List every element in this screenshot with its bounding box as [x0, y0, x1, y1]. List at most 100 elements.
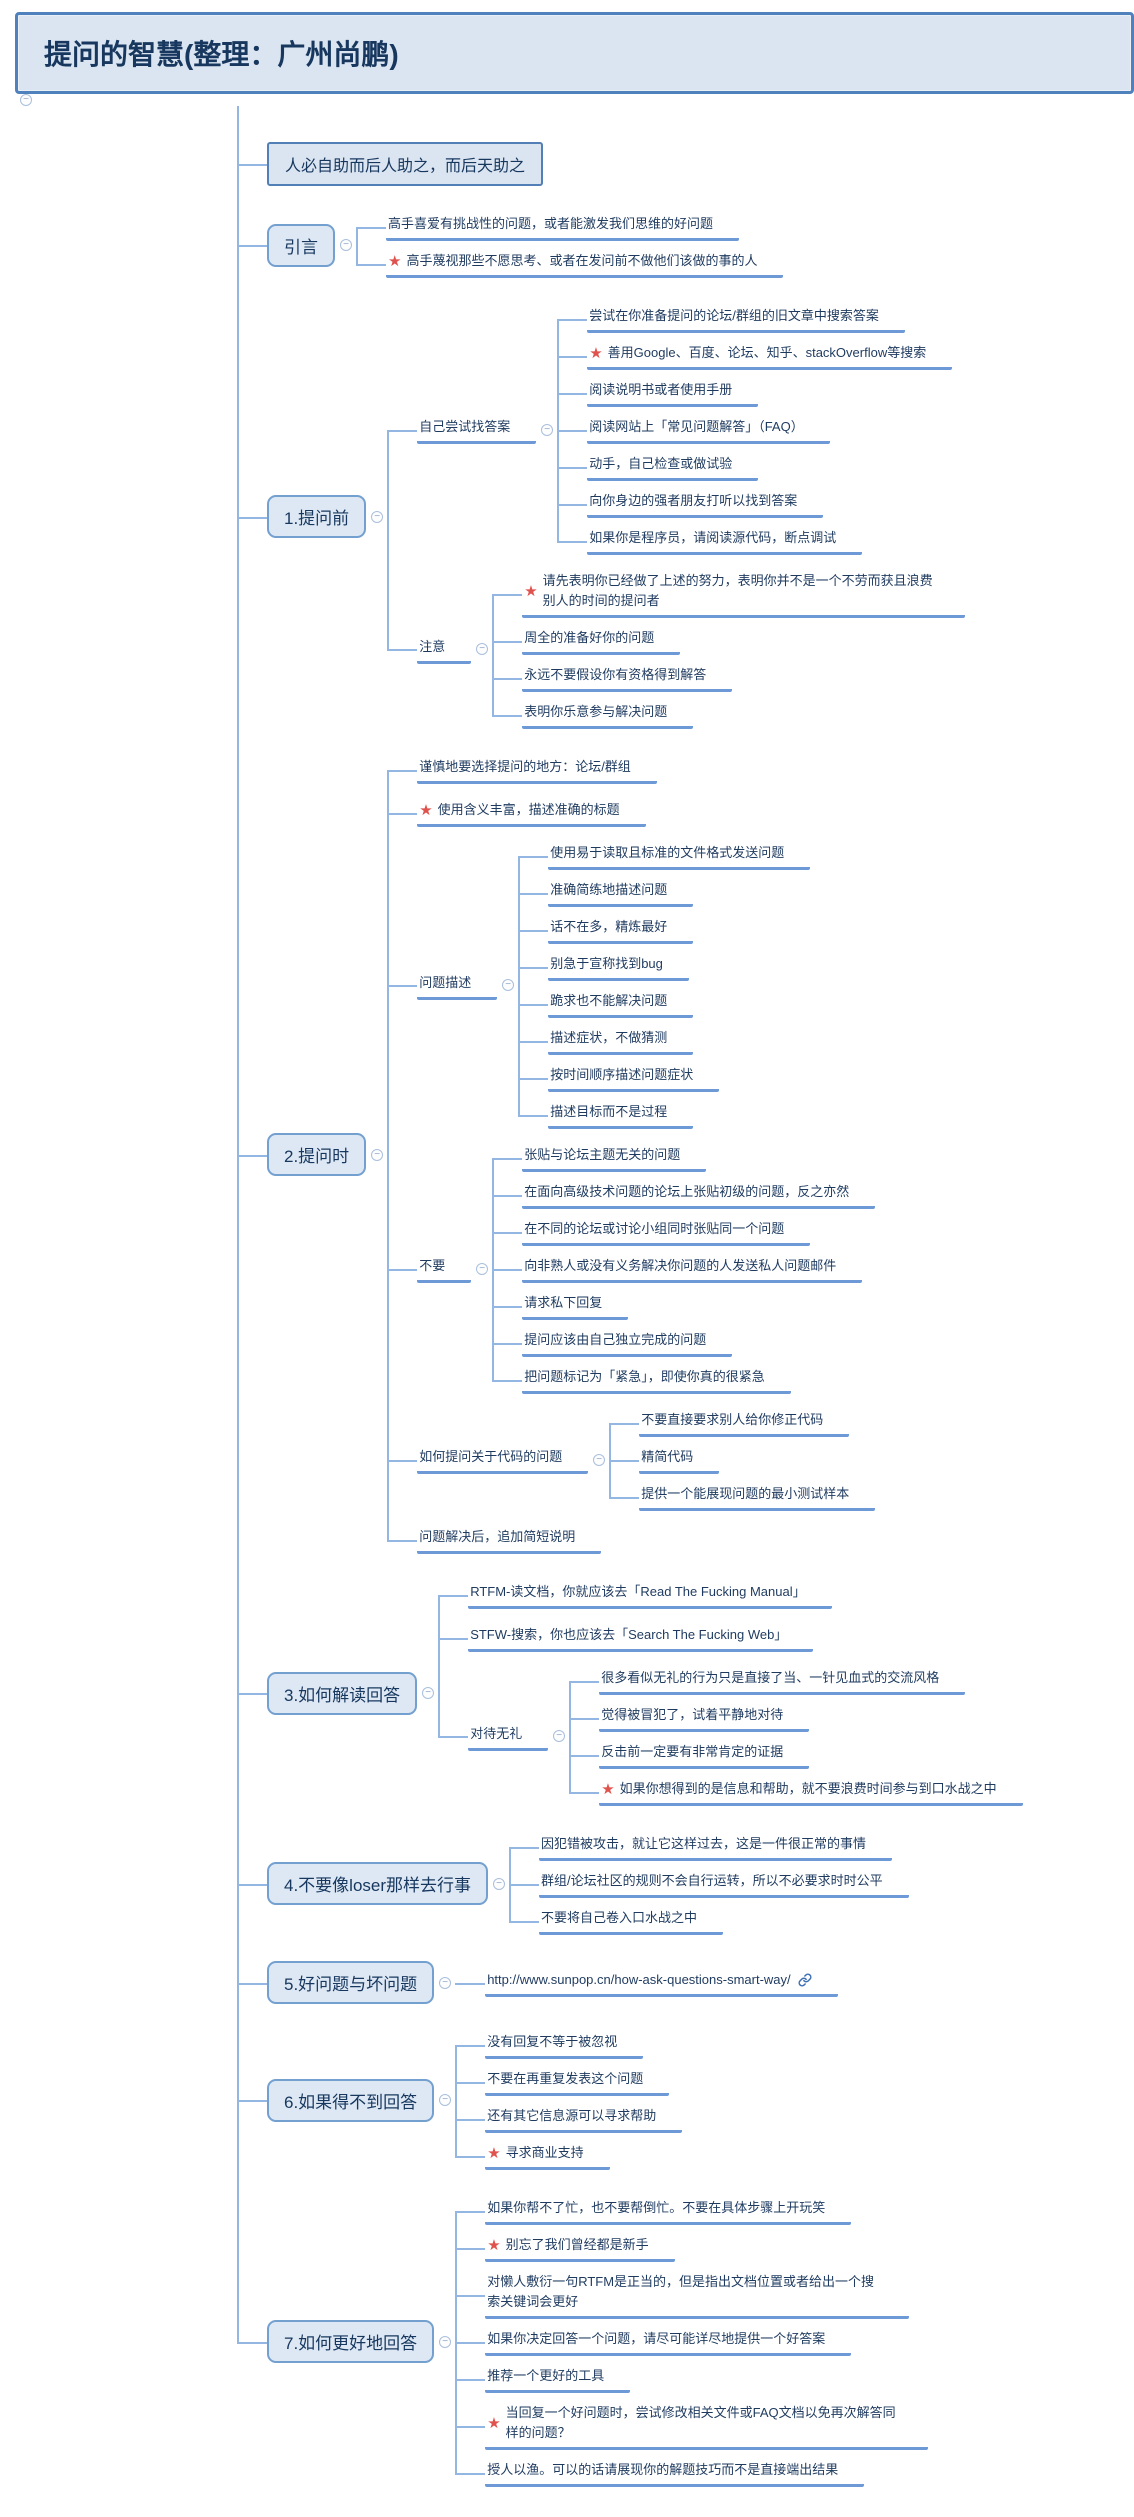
leaf-topic[interactable]: ★请先表明你已经做了上述的努力，表明你并不是一个不劳而获且浪费别人的时间的提问者: [522, 569, 965, 618]
topic-label: 如果你决定回答一个问题，请尽可能详尽地提供一个好答案: [487, 2331, 826, 2346]
leaf-topic[interactable]: 向你身边的强者朋友打听以找到答案: [587, 489, 824, 518]
leaf-topic[interactable]: ★别忘了我们曾经都是新手: [485, 2233, 675, 2262]
leaf-topic[interactable]: 如果你决定回答一个问题，请尽可能详尽地提供一个好答案: [485, 2327, 852, 2356]
leaf-topic[interactable]: http://www.sunpop.cn/how-ask-questions-s…: [485, 1968, 838, 1997]
topic-label: 永远不要假设你有资格得到解答: [524, 667, 707, 682]
leaf-topic[interactable]: ★高手蔑视那些不愿思考、或者在发问前不做他们该做的事的人: [386, 249, 784, 278]
collapse-toggle[interactable]: −: [439, 2094, 452, 2106]
root-topic[interactable]: 提问的智慧(整理：广州尚鹏): [15, 12, 1134, 94]
leaf-topic[interactable]: ★如果你想得到的是信息和帮助，就不要浪费时间参与到口水战之中: [599, 1777, 1023, 1806]
topic-label: 描述症状，不做猜测: [550, 1030, 668, 1045]
leaf-topic[interactable]: 别急于宣称找到bug: [548, 952, 689, 981]
leaf-topic[interactable]: ★善用Google、百度、论坛、知乎、stackOverflow等搜索: [587, 341, 953, 370]
leaf-topic[interactable]: 跪求也不能解决问题: [548, 989, 694, 1018]
collapse-toggle[interactable]: −: [593, 1453, 606, 1466]
leaf-topic[interactable]: 按时间顺序描述问题症状: [548, 1063, 720, 1092]
leaf-topic[interactable]: ★使用含义丰富，描述准确的标题: [417, 798, 646, 827]
leaf-topic[interactable]: 对懒人敷衍一句RTFM是正当的，但是指出文档位置或者给出一个搜索关键词会更好: [485, 2270, 910, 2319]
collapse-toggle[interactable]: −: [553, 1730, 566, 1742]
topic-label: 准确简练地描述问题: [550, 882, 668, 897]
leaf-topic[interactable]: 尝试在你准备提问的论坛/群组的旧文章中搜索答案: [587, 304, 905, 333]
child-slot: 按时间顺序描述问题症状: [518, 1063, 810, 1092]
subtopic[interactable]: 对待无礼: [468, 1722, 549, 1751]
collapse-toggle[interactable]: −: [371, 1148, 384, 1161]
leaf-topic[interactable]: ★寻求商业支持: [485, 2141, 610, 2170]
leaf-topic[interactable]: 如果你帮不了忙，也不要帮倒忙。不要在具体步骤上开玩笑: [485, 2196, 852, 2225]
branch: 问题解决后，追加简短说明: [417, 1525, 875, 1554]
leaf-topic[interactable]: 谨慎地要选择提问的地方：论坛/群组: [417, 755, 657, 784]
leaf-topic[interactable]: 准确简练地描述问题: [548, 878, 694, 907]
leaf-topic[interactable]: 描述目标而不是过程: [548, 1100, 694, 1129]
leaf-topic[interactable]: 动手，自己检查或做试验: [587, 452, 759, 481]
leaf-topic[interactable]: 请求私下回复: [522, 1291, 629, 1320]
collapse-toggle[interactable]: −: [541, 423, 554, 436]
topic-label: 周全的准备好你的问题: [524, 630, 655, 645]
leaf-topic[interactable]: 在不同的论坛或讨论小组同时张贴同一个问题: [522, 1217, 811, 1246]
leaf-topic[interactable]: 不要在再重复发表这个问题: [485, 2067, 670, 2096]
main-topic[interactable]: 5.好问题与坏问题: [267, 1961, 435, 2004]
collapse-toggle[interactable]: −: [439, 1976, 452, 1989]
subtopic[interactable]: 自己尝试找答案: [417, 415, 537, 444]
leaf-topic[interactable]: 提问应该由自己独立完成的问题: [522, 1328, 733, 1357]
leaf-topic[interactable]: 因犯错被攻击，就让它这样过去，这是一件很正常的事情: [539, 1832, 893, 1861]
leaf-topic[interactable]: 话不在多，精炼最好: [548, 915, 694, 944]
leaf-topic[interactable]: 使用易于读取且标准的文件格式发送问题: [548, 841, 811, 870]
collapse-toggle[interactable]: −: [20, 94, 32, 106]
subtopic[interactable]: 问题描述: [417, 971, 498, 1000]
collapse-toggle[interactable]: −: [439, 2335, 452, 2348]
main-topic[interactable]: 6.如果得不到回答: [267, 2078, 435, 2122]
leaf-topic[interactable]: 阅读网站上「常见问题解答」（FAQ）: [587, 415, 830, 444]
leaf-topic[interactable]: 周全的准备好你的问题: [522, 626, 681, 655]
leaf-topic[interactable]: 反击前一定要有非常肯定的证据: [599, 1740, 810, 1769]
leaf-topic[interactable]: 问题解决后，追加简短说明: [417, 1525, 602, 1554]
leaf-topic[interactable]: STFW-搜索，你也应该去「Search The Fucking Web」: [468, 1623, 814, 1652]
leaf-topic[interactable]: 不要直接要求别人给你修正代码: [639, 1408, 850, 1437]
leaf-topic[interactable]: 描述症状，不做猜测: [548, 1026, 694, 1055]
leaf-topic[interactable]: RTFM-读文档，你就应该去「Read The Fucking Manual」: [468, 1580, 832, 1609]
leaf-topic[interactable]: 觉得被冒犯了，试着平静地对待: [599, 1703, 810, 1732]
leaf-topic[interactable]: 表明你乐意参与解决问题: [522, 700, 694, 729]
quote-topic[interactable]: 人必自助而后人助之，而后天助之: [267, 142, 544, 186]
main-topic[interactable]: 3.如何解读回答: [267, 1671, 418, 1715]
leaf-topic[interactable]: 高手喜爱有挑战性的问题，或者能激发我们思维的好问题: [386, 212, 740, 241]
collapse-toggle[interactable]: −: [422, 1687, 435, 1699]
leaf-topic[interactable]: 在面向高级技术问题的论坛上张贴初级的问题，反之亦然: [522, 1180, 876, 1209]
collapse-toggle[interactable]: −: [493, 1877, 506, 1890]
leaf-topic[interactable]: 推荐一个更好的工具: [485, 2364, 631, 2393]
leaf-topic[interactable]: 阅读说明书或者使用手册: [587, 378, 759, 407]
collapse-toggle[interactable]: −: [476, 1262, 489, 1275]
collapse-toggle[interactable]: −: [340, 239, 352, 251]
leaf-topic[interactable]: 没有回复不等于被忽视: [485, 2030, 644, 2059]
leaf-topic[interactable]: 把问题标记为「紧急」，即使你真的很紧急: [522, 1365, 791, 1394]
leaf-topic[interactable]: 向非熟人或没有义务解决你问题的人发送私人问题邮件: [522, 1254, 863, 1283]
leaf-topic[interactable]: 永远不要假设你有资格得到解答: [522, 663, 733, 692]
main-topic[interactable]: 1.提问前: [267, 495, 367, 538]
subtopic[interactable]: 如何提问关于代码的问题: [417, 1445, 589, 1474]
leaf-topic[interactable]: 群组/论坛社区的规则不会自行运转，所以不必要求时时公平: [539, 1869, 909, 1898]
collapse-toggle[interactable]: −: [502, 979, 515, 991]
leaf-topic[interactable]: 不要将自己卷入口水战之中: [539, 1906, 724, 1935]
collapse-toggle[interactable]: −: [371, 510, 384, 523]
link-icon[interactable]: [798, 1973, 812, 1987]
subtopic[interactable]: 注意: [417, 635, 472, 664]
leaf-topic[interactable]: 精简代码: [639, 1445, 720, 1474]
children-group: 尝试在你准备提问的论坛/群组的旧文章中搜索答案 ★善用Google、百度、论坛、知…: [557, 304, 953, 555]
branch: 别急于宣称找到bug: [548, 952, 810, 981]
leaf-topic[interactable]: 还有其它信息源可以寻求帮助: [485, 2104, 683, 2133]
topic-label: 不要: [419, 1258, 446, 1273]
leaf-topic[interactable]: 如果你是程序员，请阅读源代码，断点调试: [587, 526, 863, 555]
main-topic[interactable]: 4.不要像loser那样去行事: [267, 1862, 489, 1905]
leaf-topic[interactable]: 提供一个能展现问题的最小测试样本: [639, 1482, 876, 1511]
child-slot: 授人以渔。可以的话请展现你的解题技巧而不是直接端出结果: [455, 2458, 927, 2487]
leaf-topic[interactable]: ★当回复一个好问题时，尝试修改相关文件或FAQ文档以免再次解答同样的问题？: [485, 2401, 928, 2450]
main-topic[interactable]: 2.提问时: [267, 1133, 367, 1176]
main-topic[interactable]: 7.如何更好地回答: [267, 2320, 435, 2363]
leaf-topic[interactable]: 授人以渔。可以的话请展现你的解题技巧而不是直接端出结果: [485, 2458, 865, 2487]
child-slot: 张贴与论坛主题无关的问题: [492, 1143, 875, 1172]
collapse-toggle[interactable]: −: [476, 643, 489, 655]
leaf-topic[interactable]: 张贴与论坛主题无关的问题: [522, 1143, 707, 1172]
main-topic[interactable]: 引言: [267, 223, 335, 267]
subtopic[interactable]: 不要: [417, 1254, 472, 1283]
leaf-topic[interactable]: 很多看似无礼的行为只是直接了当、一针见血式的交流风格: [599, 1666, 966, 1695]
connector-line: [518, 855, 521, 1115]
